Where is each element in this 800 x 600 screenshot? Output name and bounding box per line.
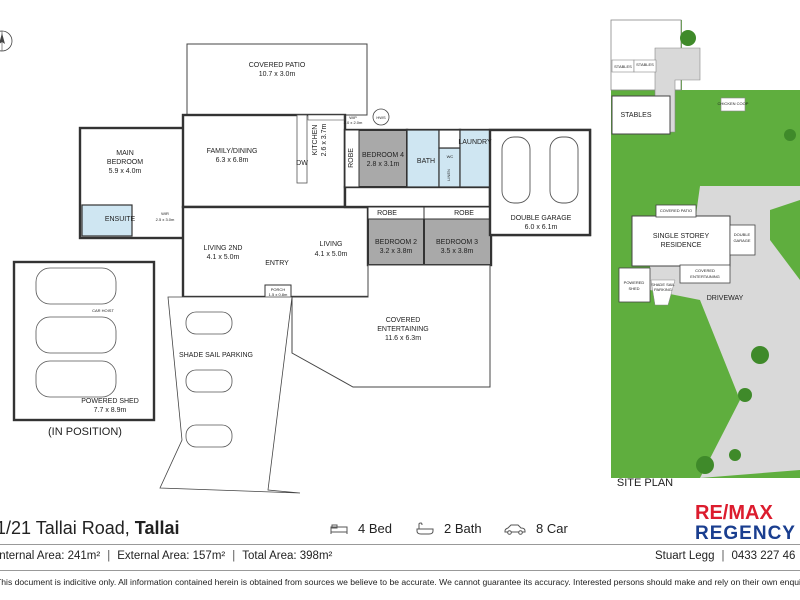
agent-separator: | [721,550,725,562]
powered-shed-size: 7.7 x 8.9m [94,407,127,414]
brand-line1: RE/MAX [695,502,773,524]
covered-entertaining-label: COVERED [386,317,421,324]
site-stables-label: STABLES [621,112,652,119]
hws-label: HWS [376,115,386,120]
site-shade-sail-label-2: PARKING [654,287,672,292]
bedroom4-label: BEDROOM 4 [362,152,404,159]
wip-label: WIP [349,115,357,120]
linen-label: LINEN [446,169,451,181]
bath-label: BATH [417,158,435,165]
dw-label: DW [296,160,308,167]
family-dining-label: FAMILY/DINING [207,148,258,155]
site-residence-label: SINGLE STOREY [653,233,710,240]
address-street: 1/21 Tallai Road, [0,518,130,538]
internal-area: Internal Area: 241m² [0,550,101,562]
car-hoist-label: CAR HOIST [92,308,114,313]
bed-feature: 4 Bed [330,521,392,536]
robe-label-bed3: ROBE [454,210,474,217]
living-size: 4.1 x 5.0m [315,251,348,258]
site-stables-small-1: STABLES [614,64,632,69]
powered-shed-area [12,260,156,422]
car-feature: 8 Car [504,521,568,536]
living-label: LIVING [320,241,343,248]
site-chicken-coop-label: CHICKEN COOP [718,101,749,106]
covered-entertaining-label-2: ENTERTAINING [377,326,428,333]
in-position-label: (IN POSITION) [48,426,122,438]
site-driveway-label: DRIVEWAY [707,295,744,302]
site-covered-patio-label: COVERED PATIO [660,208,692,213]
bedroom3-label: BEDROOM 3 [436,239,478,246]
address-suburb: Tallai [134,518,180,538]
shade-sail-area [159,296,301,494]
bath-feature: 2 Bath [416,521,482,536]
covered-entertaining-area [291,264,491,388]
floor-plan: COVERED PATIO 10.7 x 3.0m MAIN BEDROOM 5… [0,19,800,494]
wc-label: WC [447,154,454,159]
site-shade-sail-label: SHADE SAIL [651,282,675,287]
double-garage-size: 6.0 x 6.1m [525,224,558,231]
bath-count: 2 Bath [444,521,482,536]
porch-size: 1.5 x 0.8m [269,292,288,297]
bath-icon [416,521,434,534]
covered-patio-area [186,43,368,116]
kitchen-label: KITCHEN [312,125,319,156]
agent-phone[interactable]: 0433 227 46 [731,550,796,562]
car-count: 8 Car [536,521,568,536]
site-plan-title: SITE PLAN [617,477,673,489]
kitchen-size: 2.6 x 3.7m [321,123,328,156]
property-address: 1/21 Tallai Road, Tallai [0,518,179,539]
bed-count: 4 Bed [358,521,392,536]
wir-size: 2.5 x 3.0m [156,217,175,222]
site-covered-entertaining-label: COVERED [695,268,715,273]
family-dining-size: 6.3 x 6.8m [216,157,249,164]
robe-label-bed2: ROBE [377,210,397,217]
robe-label-bed4: ROBE [348,148,355,168]
bedroom2-label: BEDROOM 2 [375,239,417,246]
entry-label: ENTRY [265,260,289,267]
site-plan [610,19,800,478]
footer-divider-top [0,544,800,545]
site-powered-shed-label: POWERED [624,280,645,285]
powered-shed-label: POWERED SHED [81,398,139,405]
agent-name: Stuart Legg [655,550,715,562]
area-separator: | [107,550,111,562]
site-powered-shed-label-2: SHED [628,286,639,291]
laundry-label: LAUNDRY [458,139,492,146]
covered-patio-size: 10.7 x 3.0m [259,71,296,78]
covered-entertaining-size: 11.6 x 6.3m [385,335,421,342]
bedroom3-size: 3.5 x 3.8m [441,248,474,255]
external-area: External Area: 157m² [117,550,226,562]
main-bedroom-label-2: BEDROOM [107,159,143,166]
total-area: Total Area: 398m² [242,550,333,562]
porch-label: PORCH [271,287,286,292]
bedroom2-size: 3.2 x 3.8m [380,248,413,255]
bedroom4-size: 2.8 x 3.1m [367,161,400,168]
remax-regency-logo: RE/MAX REGENCY [695,502,796,543]
double-garage-label: DOUBLE GARAGE [511,215,572,222]
brand-line2: REGENCY [695,523,796,543]
car-icon [504,524,526,535]
living-2nd-label: LIVING 2ND [204,245,243,252]
wip-size: 2.0 x 2.0m [344,120,363,125]
bed-icon [330,524,348,534]
site-residence-label-2: RESIDENCE [661,242,702,249]
site-double-garage-label: DOUBLE [734,232,751,237]
agent-contact: Stuart Legg | 0433 227 46 [655,550,795,562]
wir-label: WIR [161,211,169,216]
footer-divider-bottom [0,570,800,571]
living-2nd-size: 4.1 x 5.0m [207,254,240,261]
area-separator: | [232,550,236,562]
site-double-garage-label-2: GARAGE [733,238,750,243]
compass-icon [0,30,13,52]
disclaimer: This document is indicitive only. All in… [0,577,800,587]
shade-sail-label: SHADE SAIL PARKING [179,352,253,359]
covered-patio-label: COVERED PATIO [249,62,306,69]
ensuite-label: ENSUITE [105,216,136,223]
site-covered-entertaining-label-2: ENTERTAINING [690,274,719,279]
main-bedroom-size: 5.9 x 4.0m [109,168,142,175]
main-bedroom-label: MAIN [116,150,134,157]
area-summary: Internal Area: 241m² | External Area: 157m… [0,550,332,562]
site-stables-small-2: STABLES [636,62,654,67]
